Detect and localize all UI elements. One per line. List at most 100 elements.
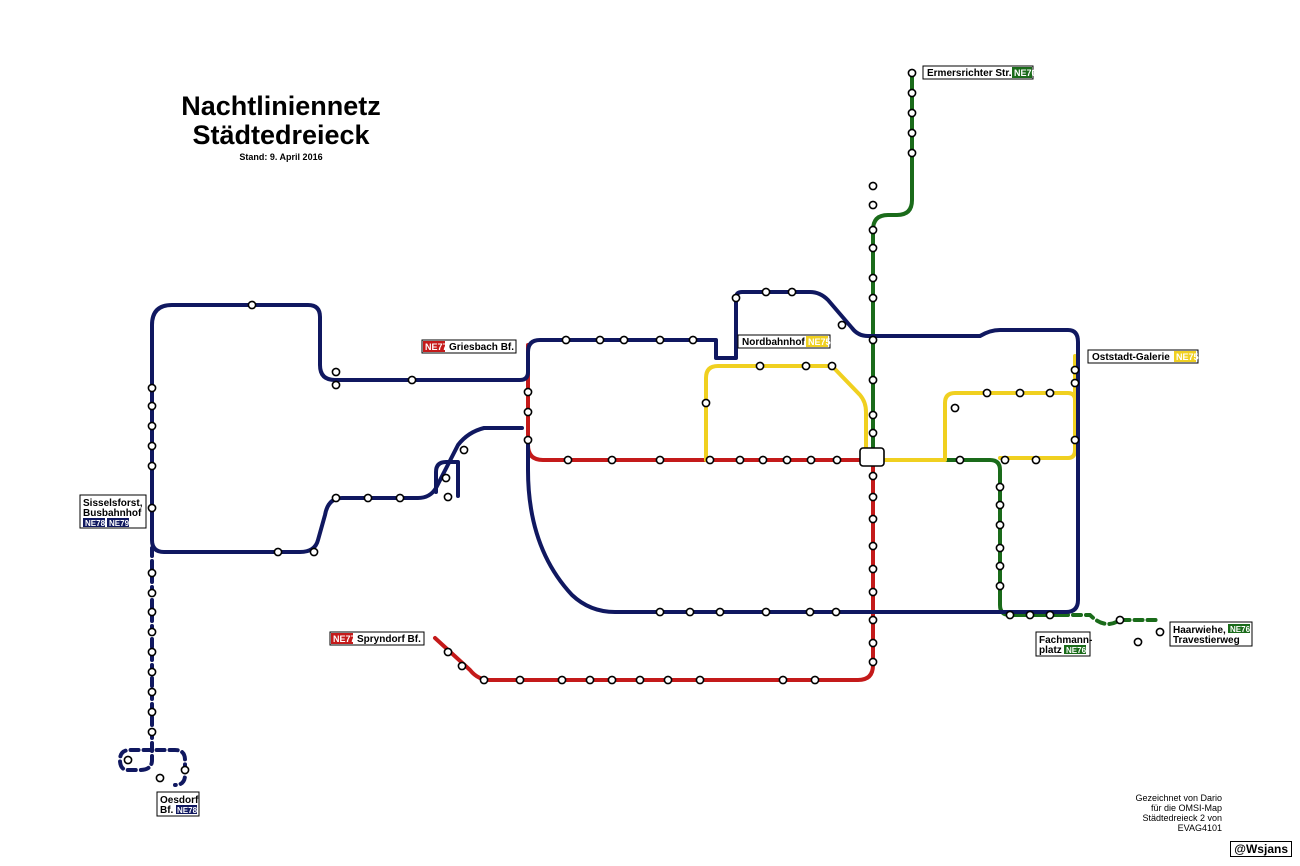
station-marker[interactable] [868, 541, 878, 551]
station-marker[interactable] [523, 435, 533, 445]
station-marker[interactable] [868, 471, 878, 481]
station-marker[interactable] [147, 503, 157, 513]
station-marker[interactable] [147, 568, 157, 578]
station-marker[interactable] [459, 445, 469, 455]
station-marker[interactable] [1070, 378, 1080, 388]
station-marker[interactable] [995, 500, 1005, 510]
station-marker[interactable] [805, 607, 815, 617]
station-marker[interactable] [585, 675, 595, 685]
station-marker[interactable] [523, 407, 533, 417]
station-marker[interactable] [1045, 610, 1055, 620]
station-marker[interactable] [868, 181, 878, 191]
terminal-griesbach[interactable]: NE77 Griesbach Bf. [421, 339, 517, 354]
station-marker[interactable] [778, 675, 788, 685]
station-marker[interactable] [407, 375, 417, 385]
station-marker[interactable] [557, 675, 567, 685]
station-marker[interactable] [868, 200, 878, 210]
station-marker[interactable] [561, 335, 571, 345]
station-marker[interactable] [523, 387, 533, 397]
station-marker[interactable] [1005, 610, 1015, 620]
station-marker[interactable] [782, 455, 792, 465]
station-marker[interactable] [995, 520, 1005, 530]
station-marker[interactable] [147, 421, 157, 431]
station-marker[interactable] [761, 607, 771, 617]
station-marker[interactable] [147, 627, 157, 637]
station-marker[interactable] [705, 455, 715, 465]
station-marker[interactable] [695, 675, 705, 685]
station-marker[interactable] [995, 482, 1005, 492]
station-marker[interactable] [868, 657, 878, 667]
station-marker[interactable] [655, 607, 665, 617]
terminal-nordbahnhof[interactable]: Nordbahnhof NE75 [737, 334, 831, 349]
station-marker[interactable] [155, 773, 165, 783]
station-marker[interactable] [443, 647, 453, 657]
station-marker[interactable] [868, 335, 878, 345]
station-marker[interactable] [1031, 455, 1041, 465]
station-marker[interactable] [685, 607, 695, 617]
station-marker[interactable] [655, 455, 665, 465]
station-marker[interactable] [868, 587, 878, 597]
terminal-oesdorf[interactable]: Oesdorf Bf. NE78 [156, 791, 200, 817]
station-marker[interactable] [331, 493, 341, 503]
station-marker[interactable] [758, 455, 768, 465]
station-marker[interactable] [273, 547, 283, 557]
station-marker[interactable] [441, 473, 451, 483]
station-marker[interactable] [868, 615, 878, 625]
station-marker[interactable] [309, 547, 319, 557]
station-marker[interactable] [731, 293, 741, 303]
station-marker[interactable] [868, 293, 878, 303]
station-marker[interactable] [635, 675, 645, 685]
station-marker[interactable] [607, 675, 617, 685]
station-marker[interactable] [907, 88, 917, 98]
station-marker[interactable] [147, 383, 157, 393]
hub-station[interactable] [859, 447, 885, 467]
station-marker[interactable] [831, 607, 841, 617]
station-marker[interactable] [1025, 610, 1035, 620]
station-marker[interactable] [147, 707, 157, 717]
station-marker[interactable] [563, 455, 573, 465]
station-marker[interactable] [363, 493, 373, 503]
station-marker[interactable] [1070, 365, 1080, 375]
station-marker[interactable] [1155, 627, 1165, 637]
station-marker[interactable] [607, 455, 617, 465]
station-marker[interactable] [123, 755, 133, 765]
station-marker[interactable] [395, 493, 405, 503]
station-marker[interactable] [701, 398, 711, 408]
station-marker[interactable] [827, 361, 837, 371]
station-marker[interactable] [247, 300, 257, 310]
station-marker[interactable] [595, 335, 605, 345]
station-marker[interactable] [515, 675, 525, 685]
station-marker[interactable] [715, 607, 725, 617]
station-marker[interactable] [755, 361, 765, 371]
station-marker[interactable] [995, 543, 1005, 553]
station-marker[interactable] [955, 455, 965, 465]
station-marker[interactable] [907, 148, 917, 158]
station-marker[interactable] [1133, 637, 1143, 647]
station-marker[interactable] [147, 727, 157, 737]
terminal-sisselsforst[interactable]: Sisselsforst, Busbahnhof NE78 NE79 [79, 494, 147, 529]
station-marker[interactable] [147, 441, 157, 451]
station-marker[interactable] [688, 335, 698, 345]
station-marker[interactable] [868, 564, 878, 574]
station-marker[interactable] [1015, 388, 1025, 398]
station-marker[interactable] [868, 273, 878, 283]
station-marker[interactable] [147, 588, 157, 598]
station-marker[interactable] [868, 492, 878, 502]
station-marker[interactable] [810, 675, 820, 685]
terminal-haarwiehe[interactable]: Haarwiehe, Travestierweg NE76 [1169, 621, 1253, 647]
station-marker[interactable] [1045, 388, 1055, 398]
station-marker[interactable] [995, 581, 1005, 591]
station-marker[interactable] [147, 687, 157, 697]
station-marker[interactable] [806, 455, 816, 465]
station-marker[interactable] [457, 661, 467, 671]
station-marker[interactable] [950, 403, 960, 413]
station-marker[interactable] [837, 320, 847, 330]
station-marker[interactable] [655, 335, 665, 345]
station-marker[interactable] [180, 765, 190, 775]
terminal-fachmann[interactable]: Fachmann- platz NE76 [1035, 631, 1092, 657]
station-marker[interactable] [331, 380, 341, 390]
station-marker[interactable] [868, 243, 878, 253]
terminal-oststadt[interactable]: Oststadt-Galerie NE75 [1087, 349, 1199, 364]
station-marker[interactable] [868, 375, 878, 385]
station-marker[interactable] [787, 287, 797, 297]
